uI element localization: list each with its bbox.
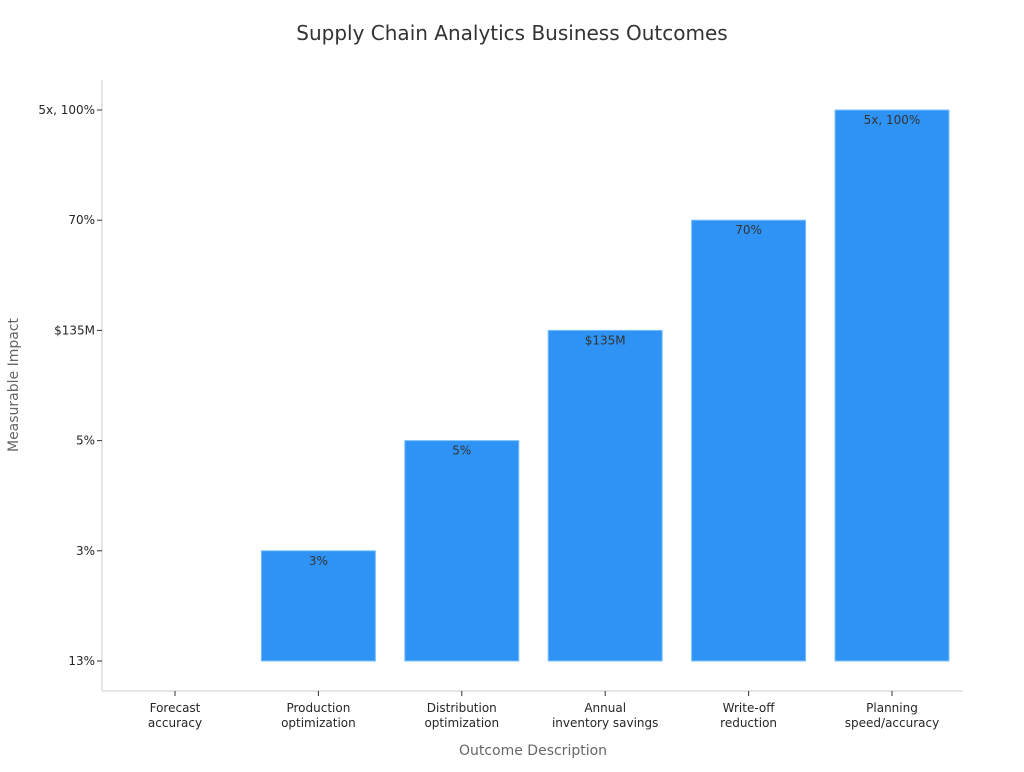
y-tick-label: 5% bbox=[76, 434, 95, 448]
y-tick-label: 70% bbox=[68, 213, 95, 227]
bar bbox=[834, 109, 950, 662]
bar bbox=[260, 550, 376, 662]
bar bbox=[404, 440, 520, 662]
data-label: $135M bbox=[585, 333, 626, 347]
data-label: 5x, 100% bbox=[864, 113, 921, 127]
x-axis-label: Outcome Description bbox=[459, 743, 607, 759]
data-label: 5% bbox=[452, 444, 471, 458]
y-tick-label: 3% bbox=[76, 544, 95, 558]
y-tick-label: 13% bbox=[68, 654, 95, 668]
data-label: 70% bbox=[735, 223, 762, 237]
data-label: 3% bbox=[309, 554, 328, 568]
y-tick-label: 5x, 100% bbox=[38, 103, 95, 117]
y-tick-label: $135M bbox=[54, 323, 95, 337]
bar bbox=[547, 329, 663, 662]
chart-title: Supply Chain Analytics Business Outcomes bbox=[296, 21, 727, 45]
y-axis-label: Measurable Impact bbox=[6, 317, 22, 452]
bar bbox=[691, 219, 807, 662]
